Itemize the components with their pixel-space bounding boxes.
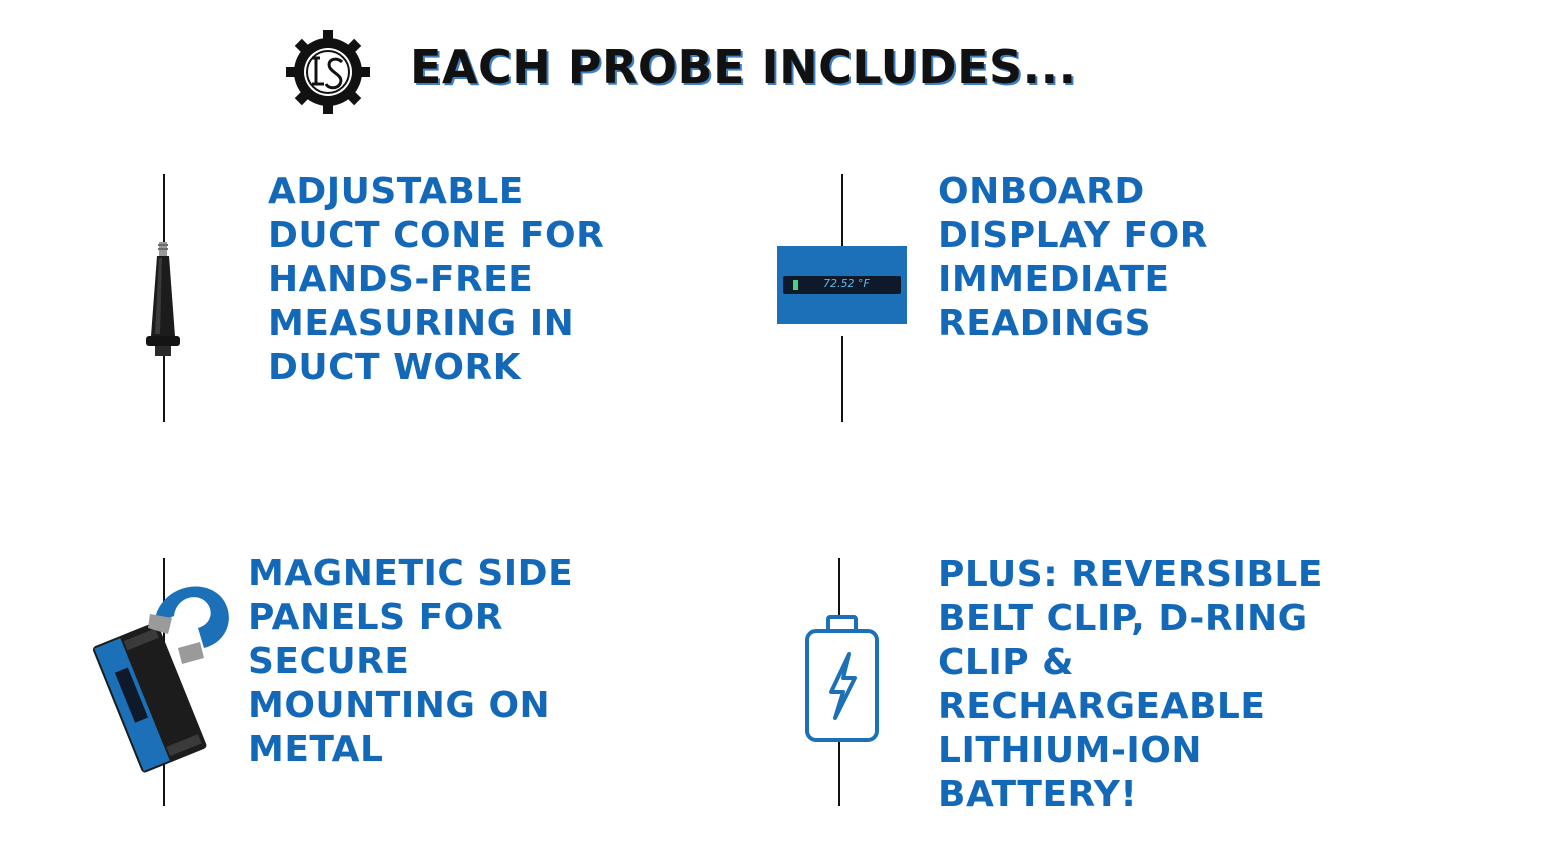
feature-line: BELT CLIP, D-RING [938,598,1308,639]
ls-gear-logo [286,30,370,114]
feature-line: READINGS [938,303,1152,344]
feature-line: MOUNTING ON [248,685,551,726]
divider-line [838,558,840,616]
display-screen: 72.52 °F [783,276,901,294]
feature-line: MEASURING IN [268,303,575,344]
feature-duct-cone-text: ADJUSTABLE DUCT CONE FOR HANDS-FREE MEAS… [268,170,604,390]
feature-line: HANDS-FREE [268,259,534,300]
feature-line: SECURE [248,641,410,682]
feature-line: ADJUSTABLE [268,171,524,212]
feature-line: CLIP & [938,642,1075,683]
feature-display-text: ONBOARD DISPLAY FOR IMMEDIATE READINGS [938,170,1208,346]
battery-icon [805,615,879,742]
battery-indicator-icon [793,280,798,290]
feature-line: DUCT WORK [268,347,522,388]
magnet-probe-icon [92,586,229,773]
feature-line: MAGNETIC SIDE [248,553,574,594]
divider-line [841,174,843,246]
duct-cone-icon [146,242,180,356]
feature-line: METAL [248,729,384,770]
feature-line: ONBOARD [938,171,1145,212]
feature-line: IMMEDIATE [938,259,1170,300]
feature-line: BATTERY! [938,774,1138,815]
feature-line: PLUS: REVERSIBLE [938,554,1323,595]
feature-line: DUCT CONE FOR [268,215,605,256]
feature-magnetic-text: MAGNETIC SIDE PANELS FOR SECURE MOUNTING… [248,552,573,772]
feature-plus-text: PLUS: REVERSIBLE BELT CLIP, D-RING CLIP … [938,553,1323,817]
display-reading: 72.52 °F [823,277,870,290]
feature-line: PANELS FOR [248,597,503,638]
divider-line [841,336,843,422]
feature-line: RECHARGEABLE [938,686,1266,727]
divider-line [838,742,840,806]
display-icon: 72.52 °F [777,246,907,324]
feature-line: LITHIUM-ION [938,730,1203,771]
feature-line: DISPLAY FOR [938,215,1208,256]
page-title: EACH PROBE INCLUDES... [410,40,1077,94]
